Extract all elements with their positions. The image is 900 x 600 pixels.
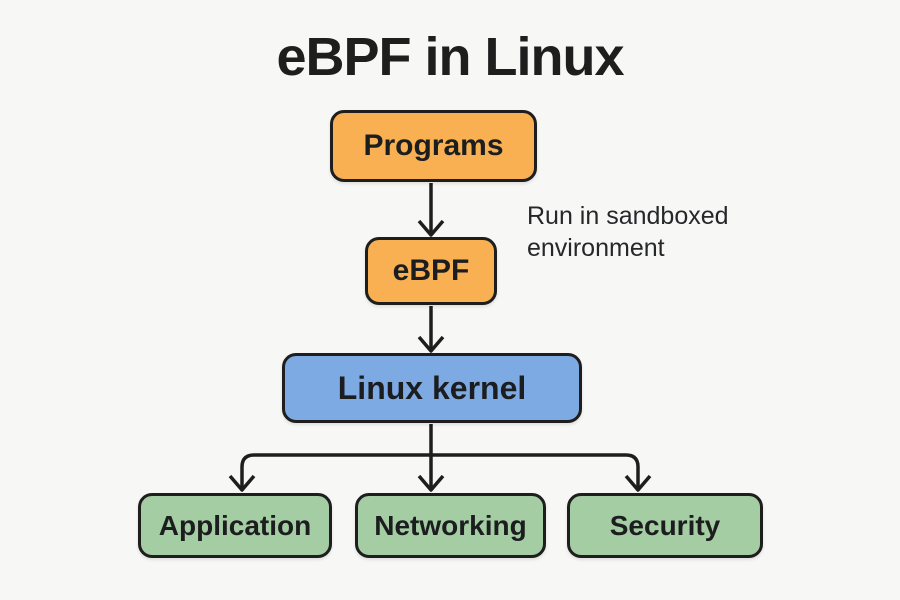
edge-kernel-branches (228, 424, 652, 492)
node-security: Security (567, 493, 763, 558)
edge-ebpf-kernel (417, 306, 445, 353)
node-ebpf-label: eBPF (392, 254, 470, 287)
diagram-title: eBPF in Linux (276, 27, 624, 87)
node-programs: Programs (330, 110, 537, 182)
node-networking-label: Networking (374, 509, 527, 541)
sandbox-annotation: Run in sandboxed environment (527, 202, 729, 262)
edge-programs-ebpf (417, 183, 445, 237)
node-security-label: Security (609, 509, 721, 541)
node-linux-kernel-label: Linux kernel (337, 369, 527, 406)
node-programs-label: Programs (363, 129, 504, 162)
node-ebpf: eBPF (365, 237, 497, 305)
node-networking: Networking (355, 493, 546, 558)
node-application: Application (138, 493, 332, 558)
node-application-label: Application (158, 509, 312, 541)
node-linux-kernel: Linux kernel (282, 353, 582, 423)
